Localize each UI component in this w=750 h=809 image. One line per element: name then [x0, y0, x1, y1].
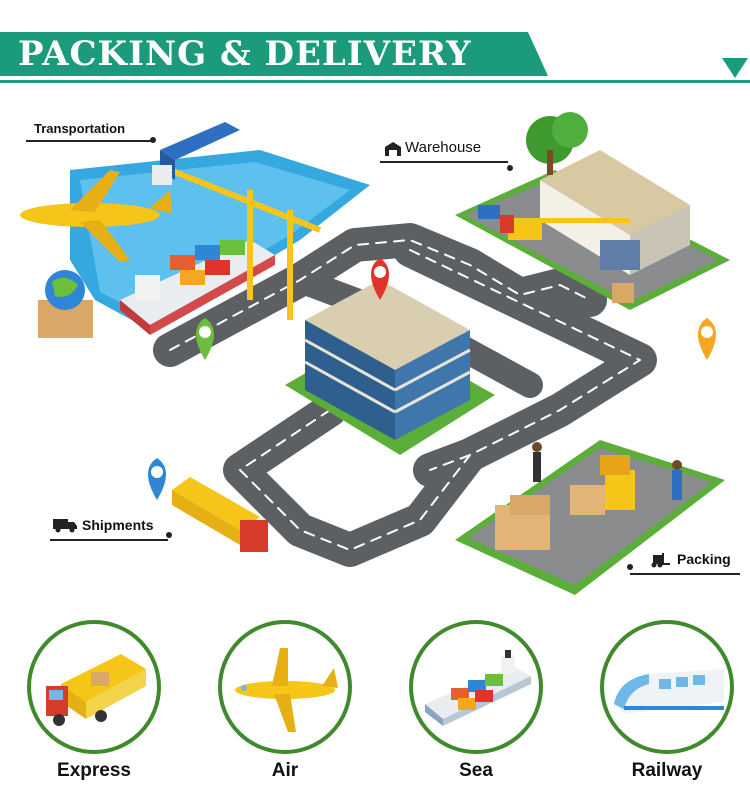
mode-label-express: Express [57, 760, 131, 781]
gantry-crane [168, 167, 322, 320]
mode-label-air: Air [271, 760, 299, 781]
packing-area [455, 440, 725, 595]
callout-line [380, 161, 508, 163]
mode-express-circle [27, 620, 161, 754]
header-rule [0, 80, 750, 83]
callout-transportation: Transportation [34, 121, 126, 136]
callout-dot [166, 532, 172, 538]
callout-dot [150, 137, 156, 143]
globe-box [38, 270, 93, 338]
callout-line [26, 140, 151, 142]
mode-label-railway: Railway [631, 760, 703, 781]
callout-shipments: Shipments [82, 517, 154, 533]
ship-icon [425, 650, 531, 726]
banner-shape [0, 32, 548, 76]
train-icon [614, 669, 724, 714]
callout-line [50, 539, 168, 541]
truck-icon [53, 519, 77, 533]
container-truck [152, 122, 240, 185]
forklift-icon [651, 553, 670, 568]
logistics-scene [20, 112, 730, 595]
express-truck-icon [46, 654, 146, 726]
page-title: PACKING & DELIVERY [18, 34, 472, 74]
callout-warehouse: Warehouse [405, 139, 482, 156]
callout-dot [627, 564, 633, 570]
map-pins [148, 258, 716, 500]
mode-label-sea: Sea [459, 760, 493, 781]
delivery-truck [172, 477, 268, 552]
airplane-icon [235, 648, 338, 732]
warehouse-icon [385, 142, 401, 156]
road-network [153, 223, 657, 567]
callout-packing: Packing [677, 551, 731, 567]
cargo-ship [120, 240, 275, 335]
callout-line [630, 573, 740, 575]
airplane [20, 170, 172, 262]
central-building [285, 280, 495, 455]
mode-railway-circle [600, 620, 734, 754]
header-banner: PACKING & DELIVERY [0, 32, 548, 76]
warehouse-area [455, 112, 730, 310]
corner-triangle-icon [722, 58, 748, 78]
mode-air-circle [218, 620, 352, 754]
mode-sea-circle [409, 620, 543, 754]
callout-dot [507, 165, 513, 171]
